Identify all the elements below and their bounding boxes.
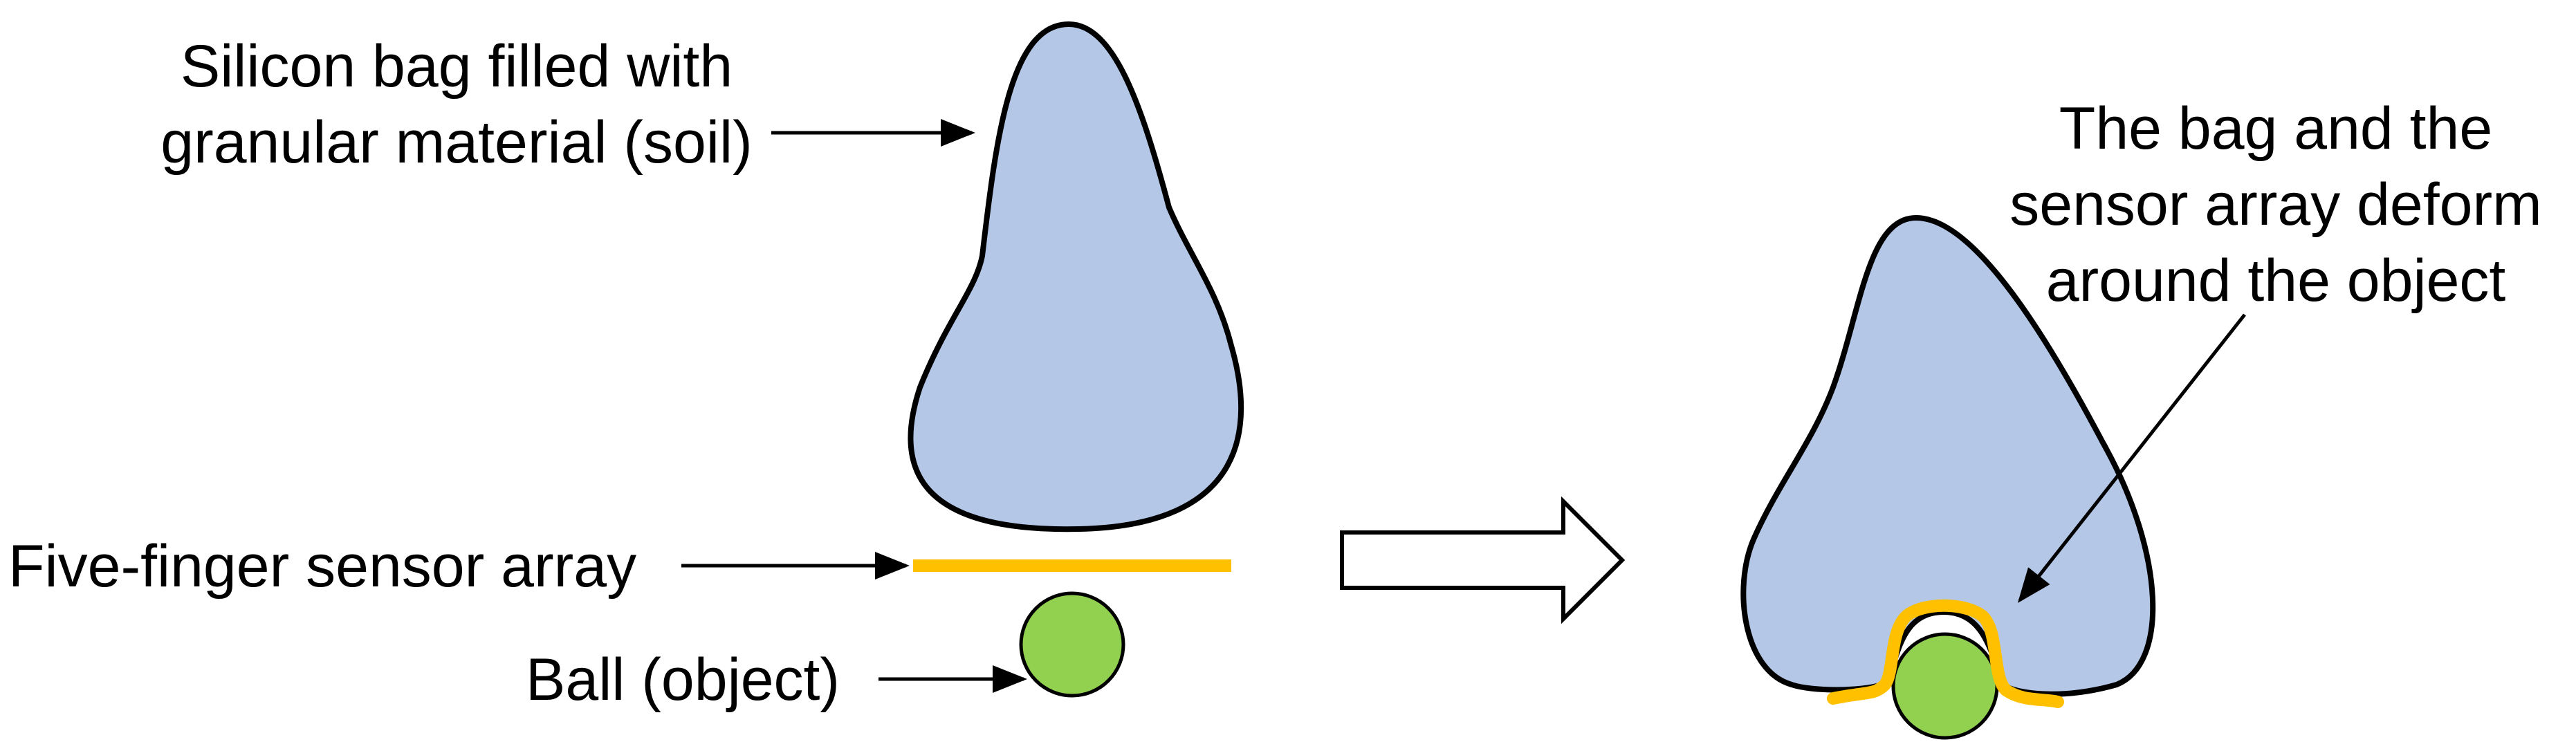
deform-label-line2: sensor array deform: [2009, 171, 2542, 238]
bag-label-line1: Silicon bag filled with: [181, 33, 733, 100]
deform-arrow: [2017, 313, 2246, 603]
deform-label-line3: around the object: [2046, 248, 2506, 314]
bag-label-line2: granular material (soil): [160, 109, 753, 176]
silicon-bag-deformed: [1740, 215, 2156, 697]
deform-label-line1: The bag and the: [2059, 95, 2492, 162]
ball-object: [1019, 591, 1125, 698]
silicon-bag-undeformed: [908, 21, 1244, 532]
ball-object-gripped: [1891, 632, 1999, 740]
sensor-array-deformed: [1827, 599, 2064, 708]
sensor-label: Five-finger sensor array: [8, 533, 636, 600]
transition-arrow: [1340, 496, 1626, 624]
ball-label: Ball (object): [526, 647, 840, 713]
